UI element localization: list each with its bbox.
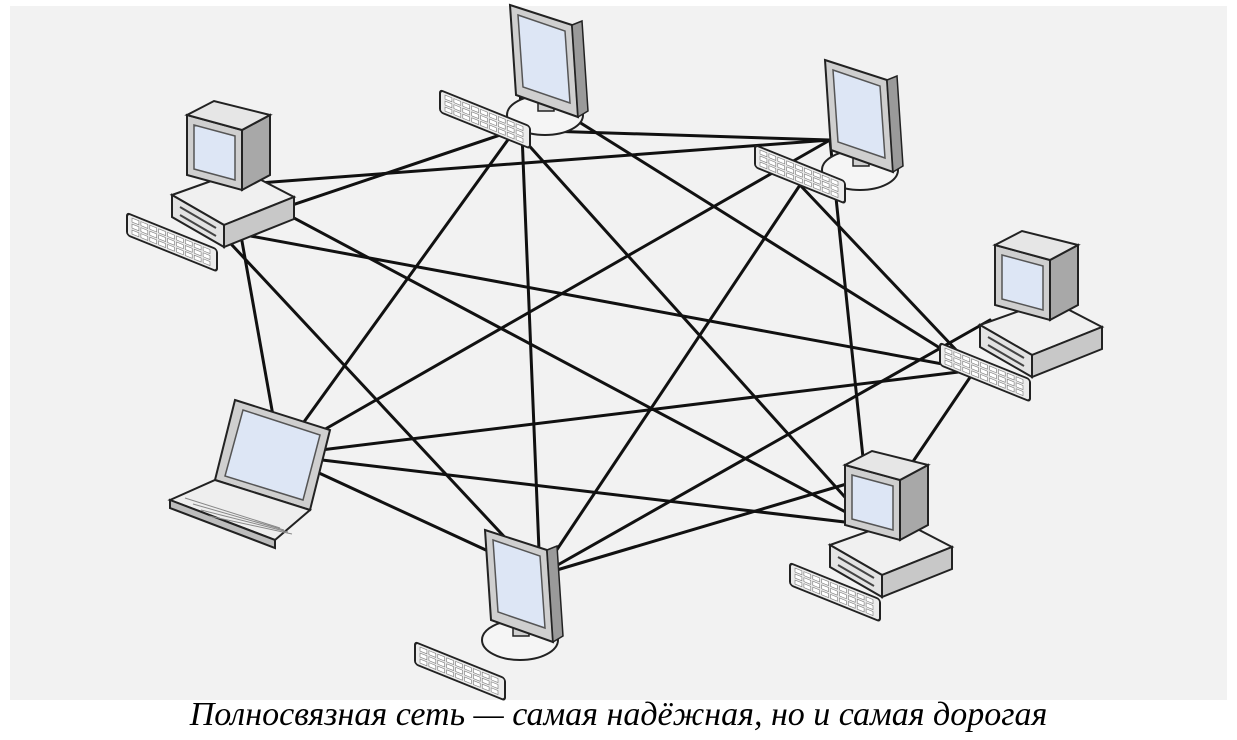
monitor-icon [414, 528, 564, 701]
link-node-2-node-7 [278, 128, 517, 457]
link-node-2-node-6 [518, 83, 542, 577]
monitor-icon [754, 58, 904, 204]
desktop-computer-icon [789, 449, 955, 622]
link-node-1-node-4 [216, 228, 977, 372]
link-node-3-node-4 [798, 183, 977, 372]
link-node-5-node-7 [278, 453, 872, 527]
keyboard-icon [789, 562, 881, 622]
diagram-caption: Полносвязная сеть — самая надёжная, но и… [189, 696, 1048, 733]
keyboard-icon [754, 144, 846, 204]
keyboard-icon [939, 342, 1031, 402]
link-node-3-node-6 [538, 183, 802, 577]
network-links [216, 83, 992, 577]
monitor-icon [439, 3, 589, 149]
link-node-1-node-5 [230, 183, 872, 527]
link-node-1-node-6 [216, 228, 542, 577]
network-devices [126, 3, 1105, 701]
desktop-computer-icon [939, 229, 1105, 402]
link-node-3-node-7 [278, 138, 832, 457]
desktop-computer-icon [126, 99, 297, 272]
link-node-4-node-7 [278, 368, 977, 457]
link-node-1-node-3 [230, 138, 832, 187]
link-node-2-node-4 [518, 83, 977, 372]
keyboard-icon [126, 212, 218, 272]
keyboard-icon [439, 89, 531, 149]
link-node-4-node-6 [538, 318, 992, 577]
link-node-5-node-6 [538, 478, 862, 577]
keyboard-icon [414, 641, 506, 701]
link-node-2-node-5 [513, 128, 872, 527]
laptop-icon [167, 398, 332, 550]
